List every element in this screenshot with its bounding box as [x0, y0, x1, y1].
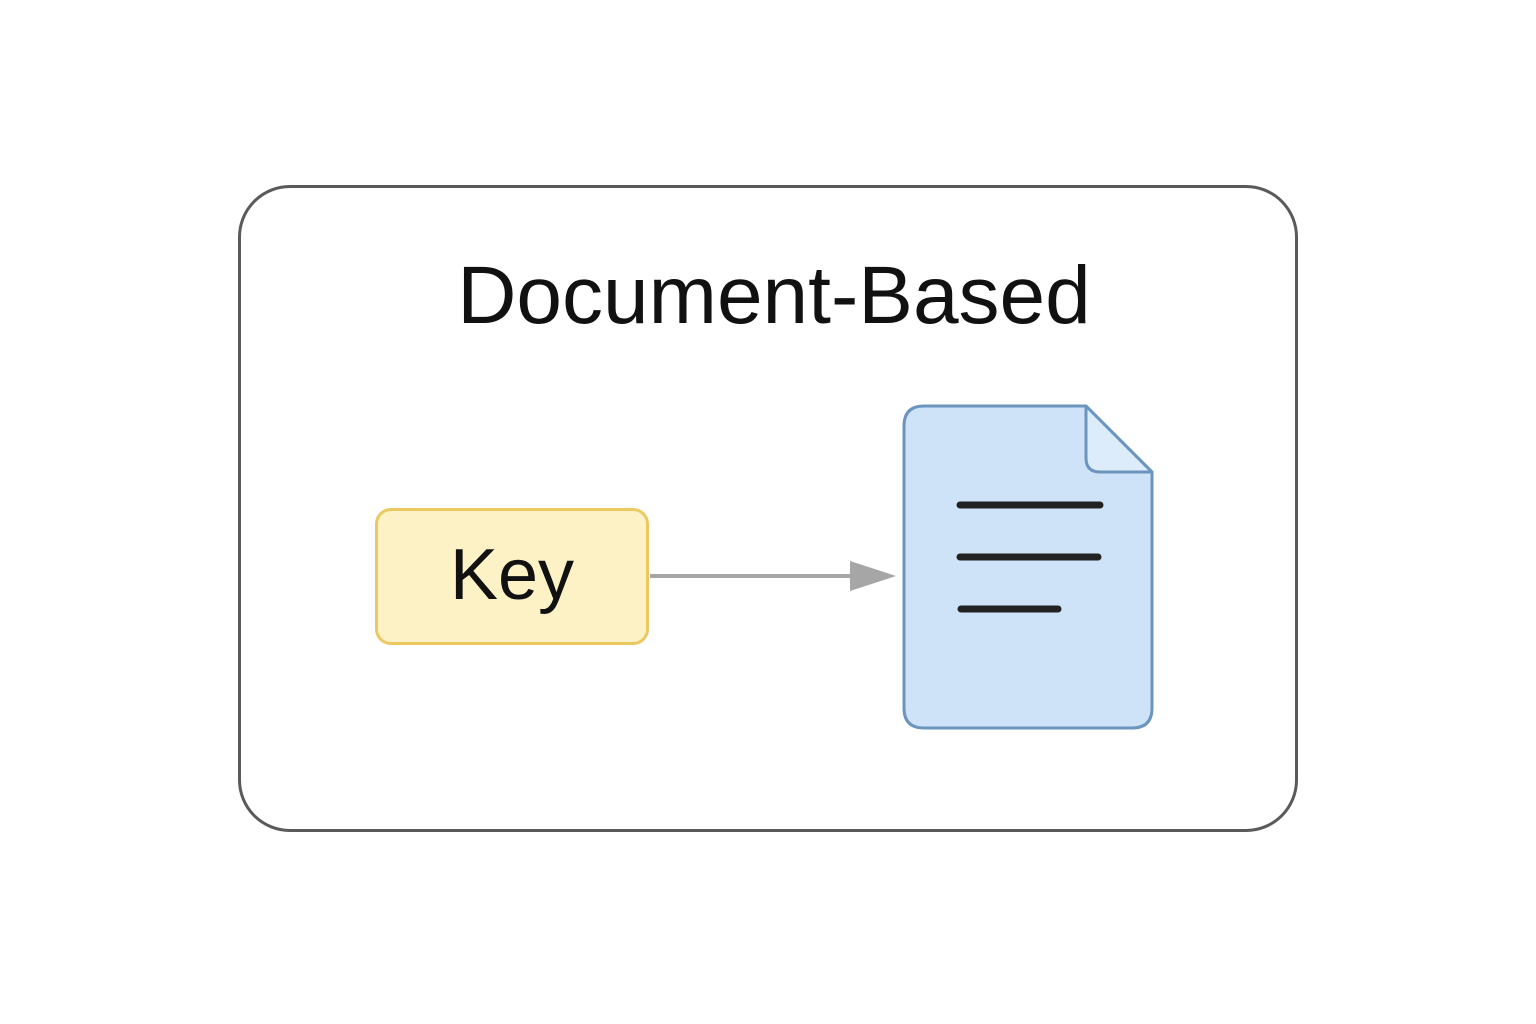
key-box	[375, 508, 649, 645]
key-label: Key	[449, 535, 575, 615]
arrow-right-icon	[650, 561, 896, 591]
diagram-title: Document-Based	[457, 250, 1091, 341]
document-icon	[902, 404, 1154, 730]
